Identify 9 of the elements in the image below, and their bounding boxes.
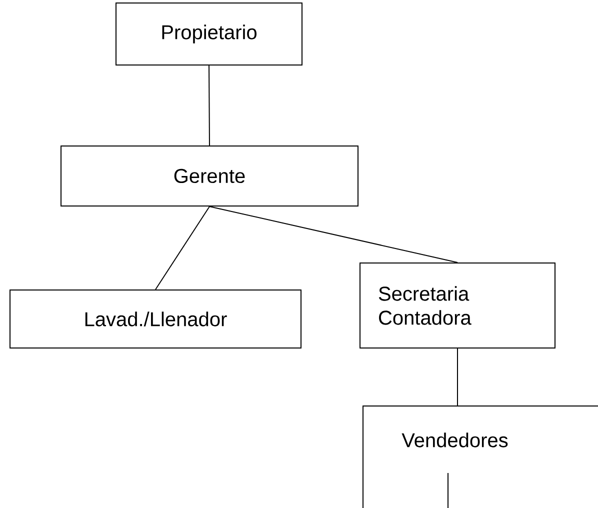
connector-line [457, 348, 458, 406]
connector-line [208, 65, 210, 146]
box: Lavad./Llenador [10, 289, 302, 348]
box: Gerente [60, 146, 358, 206]
connector-line [209, 206, 458, 263]
open-box: Vendedores [362, 405, 598, 508]
connector-line [155, 206, 210, 290]
box: Propietario [116, 2, 302, 66]
box: Secretaria Contadora [360, 262, 556, 348]
